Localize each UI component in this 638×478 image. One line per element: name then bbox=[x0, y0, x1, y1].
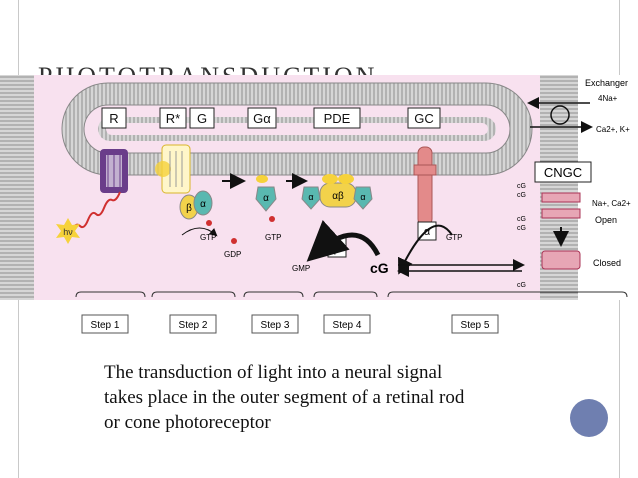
activated-rhodopsin bbox=[155, 144, 191, 194]
exchanger-label: Exchanger bbox=[585, 78, 628, 88]
exchanger-out-label: Ca2+, K+ bbox=[596, 125, 630, 134]
phototransduction-figure: R R* G Gα PDE GC hν β bbox=[0, 75, 638, 305]
g-protein-alpha: α bbox=[193, 190, 213, 216]
gmp-label: GMP bbox=[292, 264, 310, 273]
step1-label: Step 1 bbox=[91, 320, 120, 331]
caption-line-3: or cone photoreceptor bbox=[104, 412, 271, 433]
pde-beta-label: β bbox=[334, 241, 341, 255]
label-g-alpha: Gα bbox=[253, 111, 271, 126]
step1-bracket bbox=[75, 291, 146, 298]
gtp-label-step3: GTP bbox=[265, 233, 281, 242]
cg-label-main: cG bbox=[370, 260, 389, 276]
label-box-pde: PDE bbox=[313, 107, 361, 129]
gc-alpha-label: α bbox=[424, 226, 431, 238]
rhodopsin bbox=[100, 149, 128, 193]
step2-bracket bbox=[151, 291, 236, 298]
cg-bound-1: cG bbox=[517, 183, 526, 190]
caption-line-2: takes place in the outer segment of a re… bbox=[104, 387, 465, 408]
phototransduction-diagram: R R* G Gα PDE GC hν β bbox=[0, 75, 638, 300]
label-box-r-star: R* bbox=[159, 107, 187, 129]
caption-line-1: The transduction of light into a neural … bbox=[104, 362, 443, 383]
label-gc: GC bbox=[414, 111, 434, 126]
label-r-star: R* bbox=[166, 111, 180, 126]
g-beta-label: β bbox=[186, 203, 192, 214]
cgmp-synthesis-arrow bbox=[398, 224, 453, 275]
gtp-molecule-step2 bbox=[206, 220, 212, 226]
gdp-molecule bbox=[231, 238, 237, 244]
step3-label-box: Step 3 bbox=[251, 314, 299, 334]
open-label: Open bbox=[595, 215, 617, 225]
slide-caption: The transduction of light into a neural … bbox=[104, 360, 584, 435]
cngc-closed-channel bbox=[541, 250, 581, 270]
gtp-label-step5: GTP bbox=[446, 233, 462, 242]
step5-label-box: Step 5 bbox=[451, 314, 499, 334]
gtp-exchange-arrow bbox=[181, 227, 218, 237]
photon-label: hν bbox=[63, 227, 73, 237]
label-g: G bbox=[197, 111, 207, 126]
cgmp-hydrolysis-arrow bbox=[306, 220, 381, 262]
step5-label: Step 5 bbox=[461, 320, 490, 331]
guanylate-cyclase bbox=[413, 146, 437, 226]
gtp-label-step2: GTP bbox=[200, 233, 216, 242]
g-alpha-active-label: α bbox=[263, 193, 269, 204]
pde-alpha-beta: αβ bbox=[332, 191, 344, 202]
cngc-label-box: CNGC bbox=[534, 161, 592, 183]
step2-label-box: Step 2 bbox=[169, 314, 217, 334]
gtp-molecule-step3 bbox=[269, 216, 275, 222]
label-box-gc: GC bbox=[407, 107, 441, 129]
decorative-circle bbox=[570, 399, 608, 437]
ions-label: Na+, Ca2+ bbox=[592, 199, 631, 208]
g-alpha-active: α bbox=[255, 175, 277, 212]
label-pde: PDE bbox=[324, 111, 351, 126]
step-labels: Step 1 Step 2 Step 3 Step 4 Step 5 bbox=[81, 314, 499, 334]
gdp-label: GDP bbox=[224, 250, 241, 259]
label-box-g-alpha: Gα bbox=[247, 107, 277, 129]
cg-bound-4: cG bbox=[517, 225, 526, 232]
exchanger-in-label: 4Na+ bbox=[598, 94, 618, 103]
label-box-g: G bbox=[189, 107, 215, 129]
step3-label: Step 3 bbox=[261, 320, 290, 331]
step4-label-box: Step 4 bbox=[323, 314, 371, 334]
left-plasma-membrane bbox=[0, 75, 34, 300]
pde-complex: α αβ α bbox=[301, 174, 373, 210]
g-alpha-label: α bbox=[200, 199, 206, 210]
exchanger-panel bbox=[578, 75, 638, 300]
g-protein-beta: β bbox=[179, 194, 199, 220]
photon-wave bbox=[71, 191, 121, 231]
cngc-label: CNGC bbox=[544, 165, 582, 180]
step3-bracket bbox=[243, 291, 304, 298]
cg-bound-2: cG bbox=[517, 192, 526, 199]
closed-label: Closed bbox=[593, 258, 621, 268]
photon-burst: hν bbox=[56, 218, 80, 244]
label-box-r: R bbox=[101, 107, 127, 129]
exchanger-cycle-icon bbox=[550, 105, 570, 125]
cg-bound-3: cG bbox=[517, 216, 526, 223]
label-r: R bbox=[109, 111, 118, 126]
cg-unbound: cG bbox=[517, 282, 526, 289]
pde-alpha-left: α bbox=[308, 192, 313, 202]
step2-label: Step 2 bbox=[179, 320, 208, 331]
step4-label: Step 4 bbox=[333, 320, 362, 331]
cngc-open-channel bbox=[541, 192, 581, 219]
step5-bracket bbox=[387, 291, 628, 298]
pde-alpha-right: α bbox=[360, 192, 365, 202]
step4-bracket bbox=[313, 291, 378, 298]
step1-label-box: Step 1 bbox=[81, 314, 129, 334]
